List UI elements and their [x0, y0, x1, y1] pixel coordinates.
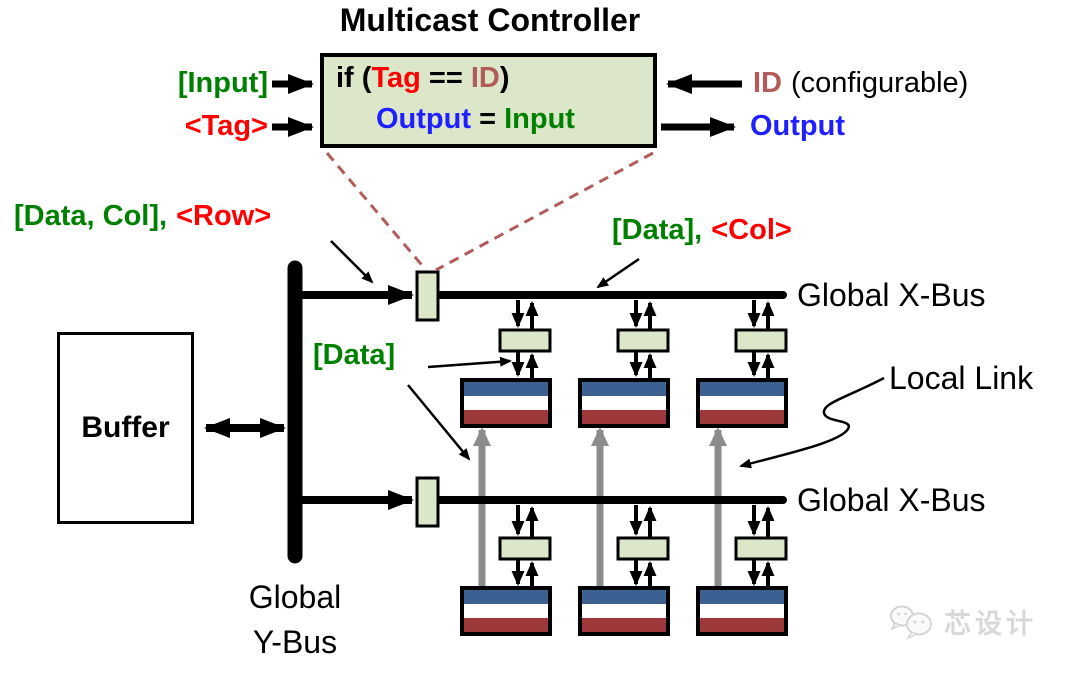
col-tag-label: [Data],<Col> [612, 214, 792, 247]
output-operand: Output [376, 103, 472, 135]
output-port-label: Output [750, 110, 846, 142]
tag-operand: Tag [371, 62, 421, 94]
row-tag-label: [Data, Col],<Row> [14, 200, 271, 233]
y-bus-label-line2: Y-Bus [252, 624, 338, 660]
code-line-condition: if (Tag == ID) [336, 62, 510, 95]
mc-pe-arrows-row1 [511, 352, 775, 379]
callout-dashed-left [325, 152, 428, 271]
multicast-controller-box [616, 536, 670, 561]
multicast-controller-box [498, 328, 552, 353]
watermark-text: 芯设计 [944, 609, 1037, 639]
bus-mc-arrows-row2 [511, 505, 775, 537]
watermark: 芯设计 [888, 602, 1037, 641]
buffer-box: Buffer [57, 332, 194, 524]
pe-box [696, 586, 788, 636]
id-operand: ID [470, 62, 500, 94]
data-label: [Data] [313, 339, 396, 371]
annotation-arrows [330, 240, 885, 469]
paren-close: ) [499, 62, 510, 94]
multicast-controller-box [616, 328, 670, 353]
bus-entry-controller-bottom [415, 476, 440, 528]
pe-box [578, 378, 670, 428]
code-line-assignment: Output = Input [376, 103, 575, 136]
data-pointer-arrow-2 [407, 384, 471, 461]
data-pointer-arrow-1 [427, 356, 512, 369]
y-bus-label-line1: Global [248, 579, 342, 615]
mc-boxes-row2 [498, 536, 788, 561]
col-tag-red-part: <Col> [711, 214, 792, 246]
assign-operator: = [471, 103, 505, 135]
pe-box [460, 378, 552, 428]
x-bus-top-label: Global X-Bus [797, 277, 986, 313]
mc-boxes-row1 [498, 328, 788, 353]
tag-port-label: <Tag> [184, 110, 268, 142]
mc-pe-arrows-row2 [511, 560, 775, 587]
x-bus-bottom-label: Global X-Bus [797, 482, 986, 518]
callout-dashed-right [435, 151, 654, 272]
row-tag-red-part: <Row> [176, 200, 272, 232]
multicast-controller-box [734, 328, 788, 353]
y-bus-label: Global Y-Bus [210, 575, 380, 665]
if-keyword: if ( [336, 62, 372, 94]
row-tag-data-part: [Data, Col], [14, 200, 168, 232]
id-port-label: ID (configurable) [753, 67, 968, 100]
id-config-note: (configurable) [791, 67, 969, 99]
multicast-controller-box [498, 536, 552, 561]
local-link-lines [473, 427, 727, 587]
pe-box [696, 378, 788, 428]
input-operand: Input [504, 103, 575, 135]
controller-logic-box: if (Tag == ID) Output = Input [320, 53, 657, 148]
input-port-label: [Input] [177, 67, 268, 99]
buffer-label: Buffer [81, 411, 170, 444]
pe-box [460, 586, 552, 636]
id-label: ID [753, 67, 782, 99]
pe-boxes-row1 [460, 378, 788, 428]
multicast-controller-title: Multicast Controller [339, 2, 641, 38]
equality-operator: == [420, 62, 471, 94]
col-tag-pointer-arrow [596, 257, 640, 289]
pe-box [578, 586, 670, 636]
bus-entry-controller-top [415, 270, 440, 322]
row-tag-pointer-arrow [330, 240, 374, 284]
wechat-icon [890, 605, 932, 640]
callout-dashed-lines [325, 151, 654, 272]
multicast-controller-box [734, 536, 788, 561]
col-tag-data-part: [Data], [612, 214, 703, 246]
local-link-label: Local Link [889, 360, 1034, 396]
bus-mc-arrows-row1 [511, 300, 775, 329]
local-link-callout-squiggle [739, 376, 885, 469]
pe-boxes-row2 [460, 586, 788, 636]
controller-port-arrows [272, 74, 742, 137]
